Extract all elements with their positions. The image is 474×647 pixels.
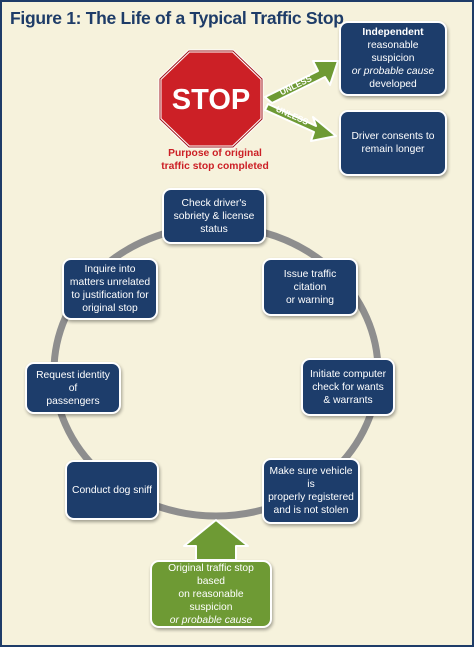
cycle-step-passengers: Request identity of passengers [25,362,121,414]
cycle-step-line: to justification for [71,290,149,301]
cycle-step-line: and is not stolen [273,505,349,516]
stop-caption-line: traffic stop completed [161,161,269,172]
cycle-step-line: Check driver's [181,197,247,209]
page-title: Figure 1: The Life of a Typical Traffic … [10,8,344,28]
start-box-line: Original traffic stop based [168,562,254,587]
cycle-step-citation: Issue traffic citation or warning [262,258,358,316]
exception-box-line: developed [369,79,417,90]
cycle-step-line: or warning [285,294,335,306]
start-box: Original traffic stop based on reasonabl… [150,560,272,628]
cycle-step-line: Request identity of [36,369,110,394]
cycle-step-sobriety: Check driver's sobriety & license status [162,188,266,244]
cycle-step-registered: Make sure vehicle is properly registered… [262,458,360,524]
cycle-step-line: check for wants [312,381,384,393]
unless-arrow-lower: UNLESS [264,103,337,142]
cycle-step-line: properly registered [268,492,354,503]
exception-box-line: or probable cause [351,66,435,77]
cycle-step-line: Initiate computer [309,368,387,380]
exception-box-line: Driver consents to [351,131,435,142]
stop-sign-text: STOP [172,84,250,116]
exception-box-line: reasonable suspicion [367,40,419,64]
cycle-step-line: original stop [82,303,138,314]
exception-box-line: remain longer [361,144,425,155]
start-box-line: or probable cause [169,614,253,626]
cycle-step-computer: Initiate computer check for wants & warr… [301,358,395,416]
start-box-line: on reasonable suspicion [178,588,244,613]
exception-box-suspicion: Independent reasonable suspicion or prob… [339,21,447,96]
cycle-step-line: passengers [46,395,100,407]
start-up-arrow [183,519,249,561]
cycle-step-line: Inquire into [84,264,136,275]
cycle-step-line: sobriety & license [173,210,255,222]
cycle-step-unrelated: Inquire into matters unrelated to justif… [62,258,158,320]
exception-box-consent: Driver consents to remain longer [339,110,447,176]
cycle-step-line: Conduct dog sniff [72,484,152,496]
cycle-step-line: status [200,223,228,235]
unless-arrow-upper: UNLESS [264,60,339,104]
cycle-step-line: Make sure vehicle is [269,466,353,490]
stop-sign-icon: STOP [158,49,264,149]
exception-box-line: Independent [362,27,424,38]
cycle-step-line: matters unrelated [69,277,151,288]
cycle-step-line: & warrants [323,394,373,406]
stop-caption-line: Purpose of original [168,148,262,159]
cycle-step-dog-sniff: Conduct dog sniff [65,460,159,520]
cycle-step-line: Issue traffic citation [283,268,337,293]
stop-caption: Purpose of original traffic stop complet… [150,147,280,173]
